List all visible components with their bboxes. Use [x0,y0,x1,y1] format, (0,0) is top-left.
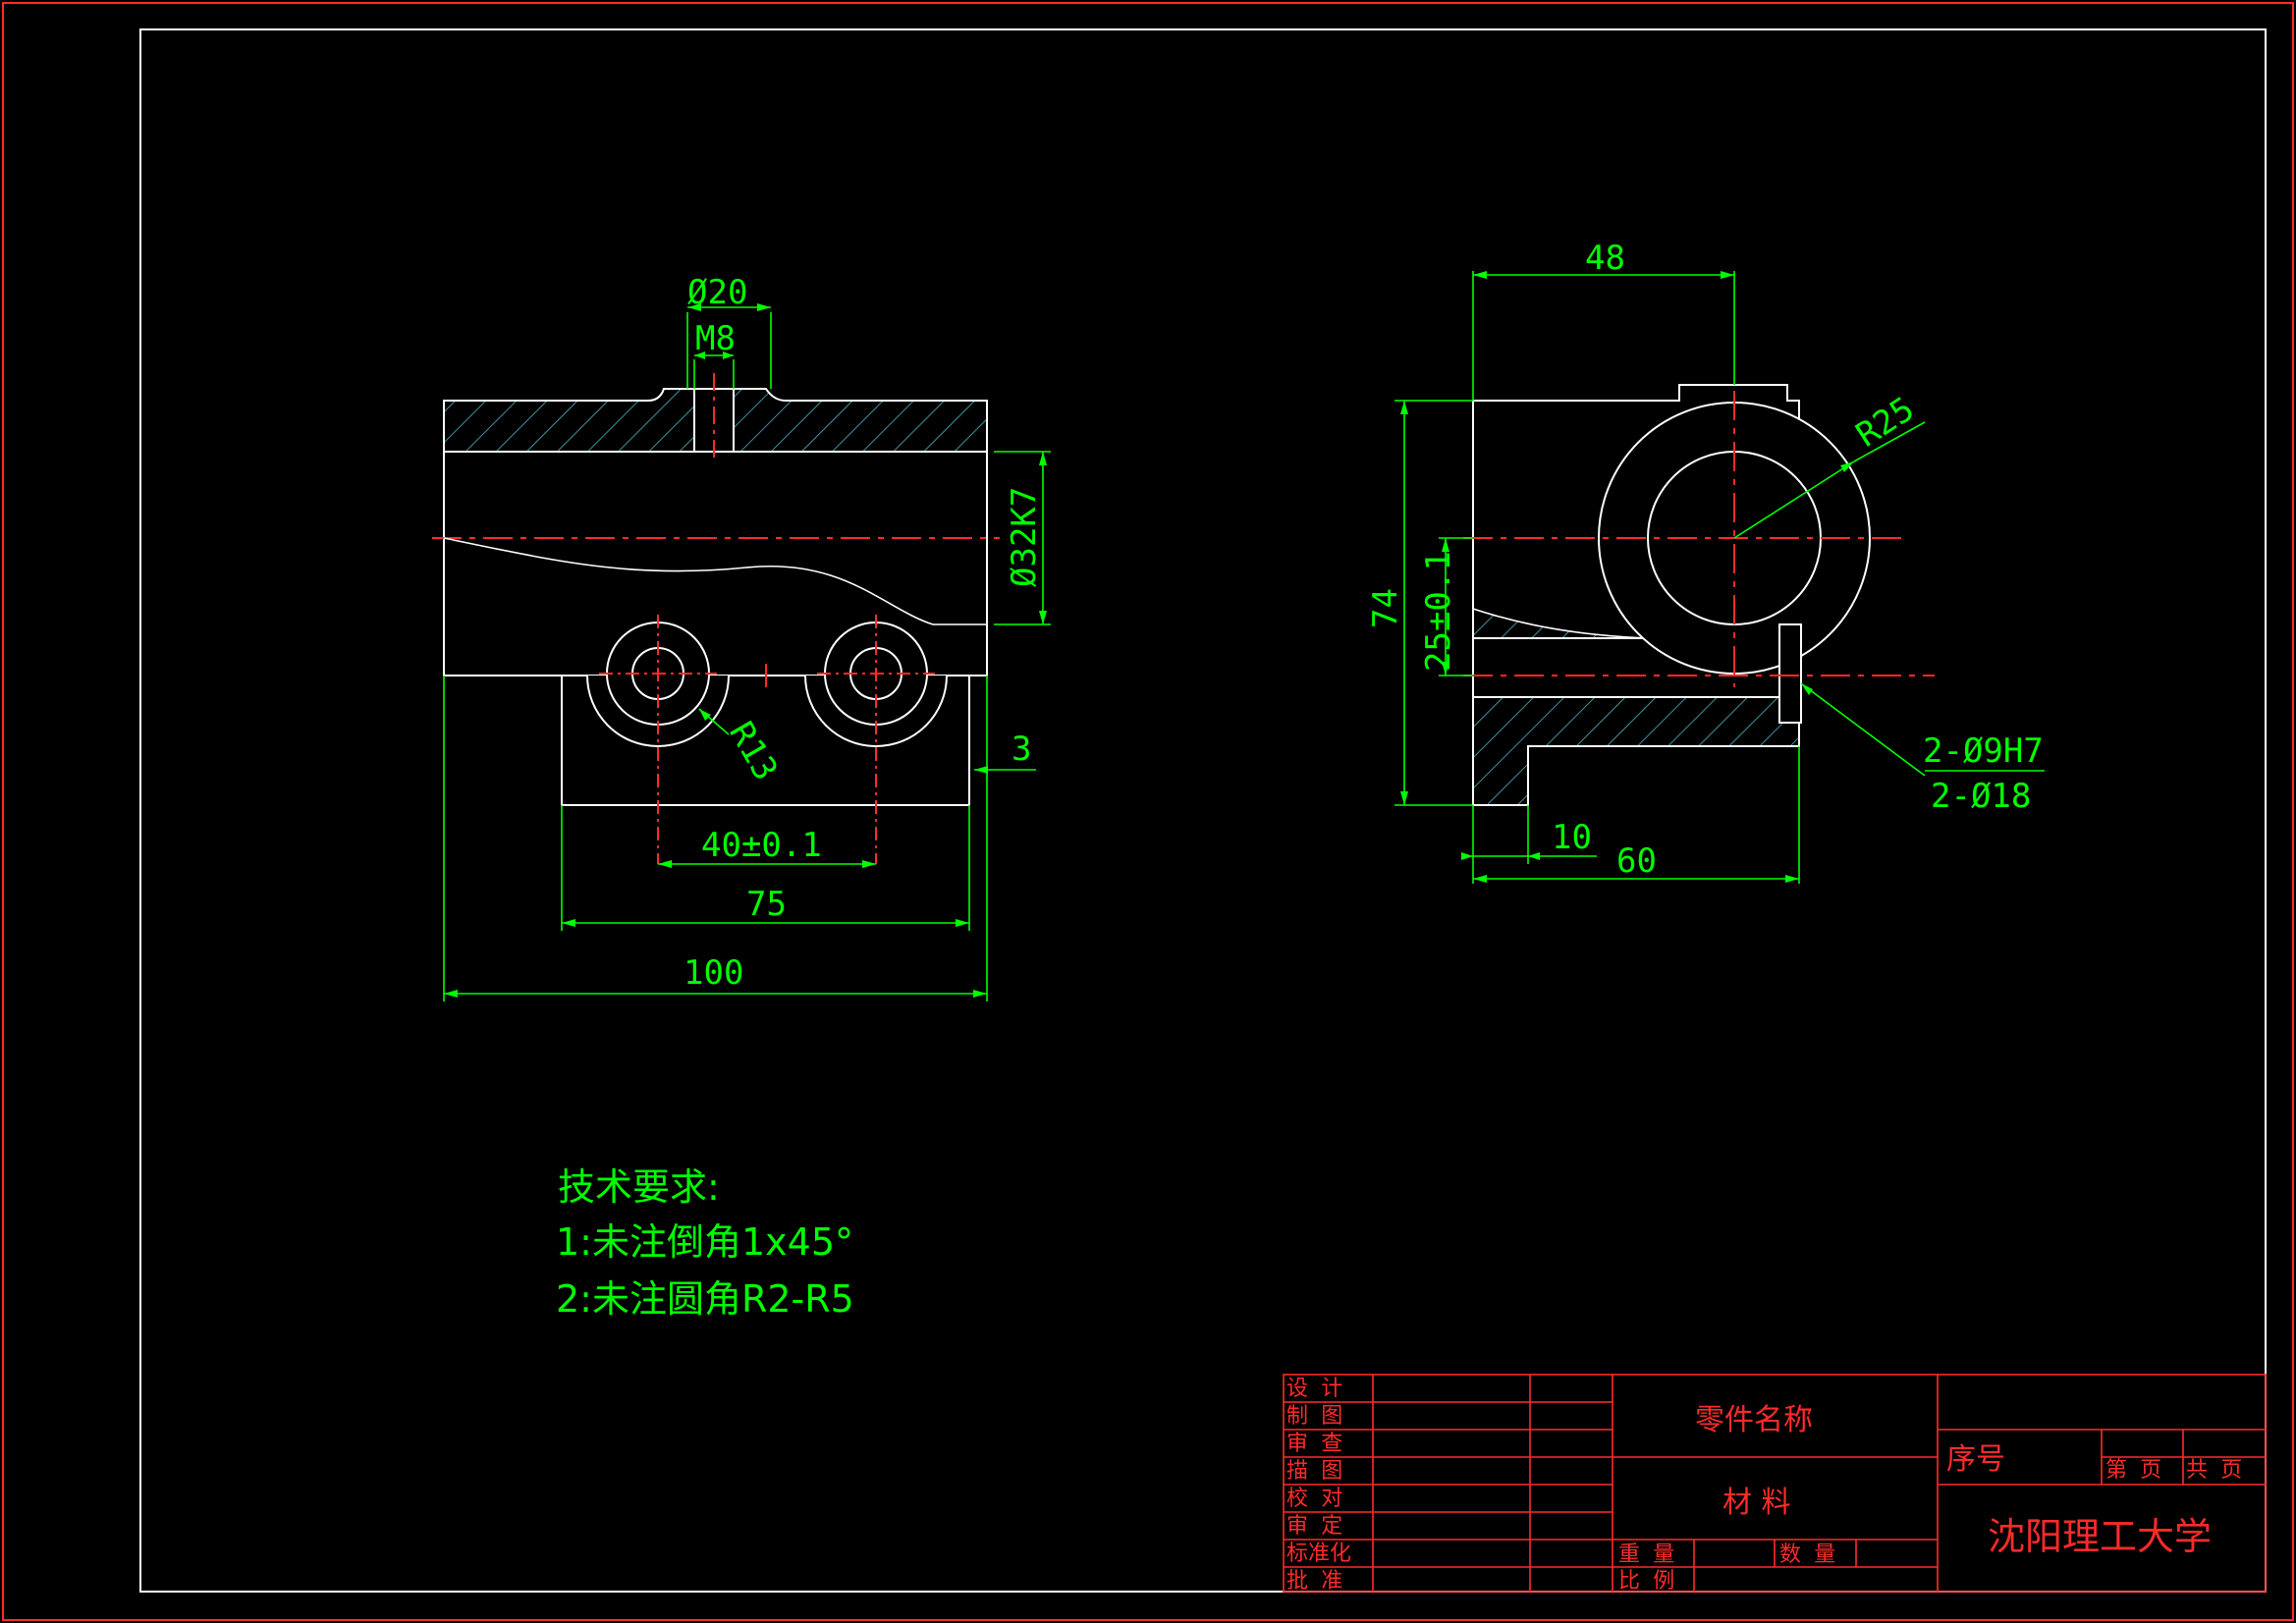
total-label: 共 页 [2186,1458,2242,1483]
side-break-line [1472,608,1651,639]
role-approve-review: 审 定 [1286,1514,1342,1539]
dim-holes-fit: 2-Ø9H7 [1923,731,2044,771]
sheet-label: 第 页 [2105,1458,2161,1483]
front-dim-labels: Ø20 M8 Ø32K7 R13 3 40±0.1 75 100 [683,273,1044,993]
dim-pitch: 40±0.1 [701,826,822,865]
dim-thread: M8 [695,319,736,358]
dim-depth: 60 [1616,841,1657,881]
dim-bore: Ø32K7 [1005,487,1044,587]
role-trace: 描 图 [1286,1459,1342,1484]
tech-line-1: 1:未注倒角1x45° [556,1220,853,1264]
front-base-outline [561,676,970,806]
role-check: 校 对 [1286,1487,1342,1511]
role-review: 审 查 [1286,1432,1342,1456]
tech-title: 技术要求: [558,1165,720,1209]
dim-radius: R13 [721,716,785,787]
seq-label: 序号 [1946,1442,2005,1477]
role-design: 设 计 [1286,1377,1342,1401]
quantity-label: 数 量 [1779,1542,1835,1567]
side-pin-hole [1778,623,1802,724]
side-arrows [1400,271,1854,883]
tech-line-2: 2:未注圆角R2-R5 [556,1277,854,1321]
material-label: 材 料 [1722,1486,1791,1520]
role-approve: 批 准 [1286,1569,1342,1594]
dim-top-dia: Ø20 [687,273,747,312]
dim-base-width: 75 [746,885,787,924]
dim-side-radius: R25 [1849,390,1921,456]
tech-requirements: 技术要求: 1:未注倒角1x45° 2:未注圆角R2-R5 [556,1165,854,1321]
inner-frame [139,28,2267,1593]
front-body-outline [443,388,988,676]
side-lower-hatch [1473,697,1799,805]
front-arrows [444,303,1047,998]
dim-step: 10 [1552,818,1592,857]
dim-width-top: 48 [1585,239,1625,278]
dim-height: 74 [1366,588,1405,628]
part-name-label: 零件名称 [1695,1403,1813,1437]
side-view [1463,384,1935,806]
dim-overall-width: 100 [683,953,743,993]
role-standard: 标准化 [1286,1542,1351,1566]
university-name: 沈阳理工大学 [1988,1515,2212,1558]
dim-holes-dia: 2-Ø18 [1931,777,2031,816]
role-drawing: 制 图 [1286,1404,1342,1429]
dim-offset: 3 [1011,730,1031,769]
side-dimensions [1394,271,2045,884]
scale-label: 比 例 [1618,1569,1674,1594]
side-body-outline [1472,384,1800,806]
break-line [443,537,987,625]
front-view [432,373,1000,864]
dim-hole-height: 25±0.1 [1419,551,1458,672]
weight-label: 重 量 [1618,1542,1674,1567]
title-block: 设 计 制 图 审 查 描 图 校 对 审 定 标准化 批 准 重 量 数 量 … [1283,1374,2267,1594]
